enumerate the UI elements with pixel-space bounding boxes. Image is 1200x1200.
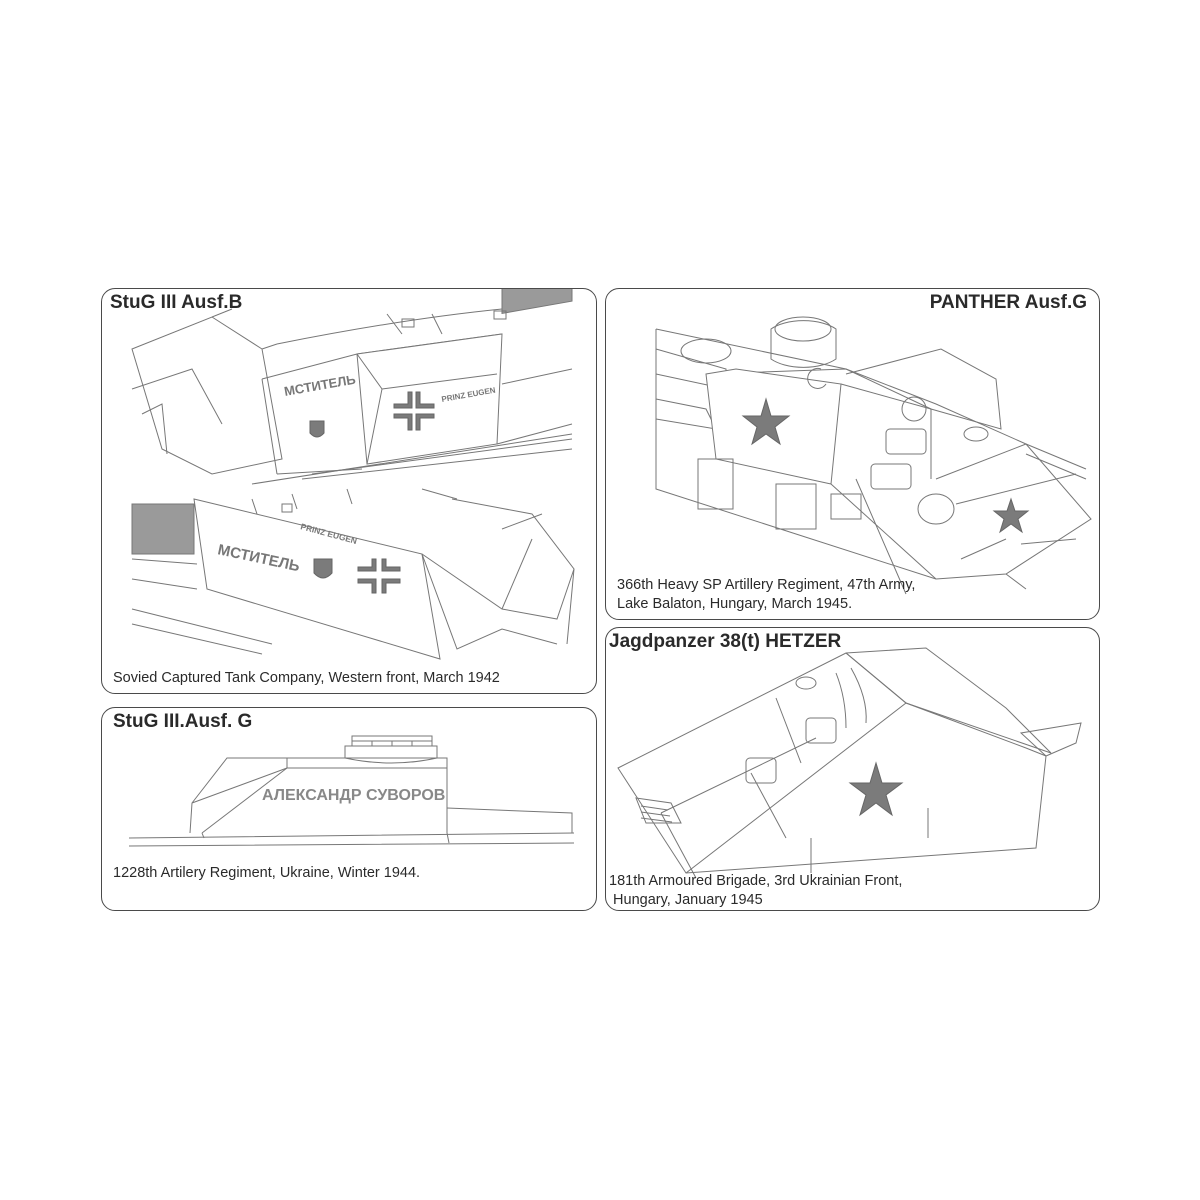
- panel-caption: Sovied Captured Tank Company, Western fr…: [113, 670, 500, 686]
- stug-b-line-drawing: МСТИТЕЛЬ PRINZ EUGEN МСТИТЕЛЬ PRINZ EUGE…: [131, 289, 575, 660]
- panel-caption: 366th Heavy SP Artillery Regiment, 47th …: [617, 576, 915, 614]
- caption-line: 366th Heavy SP Artillery Regiment, 47th …: [617, 577, 916, 593]
- panel-stug-iii-ausf-b: МСТИТЕЛЬ PRINZ EUGEN МСТИТЕЛЬ PRINZ EUGE…: [101, 288, 597, 694]
- panel-title: PANTHER Ausf.G: [929, 292, 1087, 313]
- hetzer-line-drawing: [617, 647, 1082, 879]
- caption-line: Lake Balaton, Hungary, March 1945.: [617, 596, 853, 612]
- panel-caption: 181th Armoured Brigade, 3rd Ukrainian Fr…: [609, 872, 902, 910]
- panel-caption: 1228th Artilery Regiment, Ukraine, Winte…: [113, 865, 421, 881]
- panel-title: Jagdpanzer 38(t) HETZER: [609, 631, 842, 652]
- panel-jagdpanzer-hetzer: Jagdpanzer 38(t) HETZER 181th Armoured B…: [605, 627, 1100, 911]
- panel-title: StuG III Ausf.B: [110, 292, 243, 313]
- caption-line: Hungary, January 1945: [609, 892, 763, 908]
- panel-stug-iii-ausf-g: АЛЕКСАНДР СУВОРОВ StuG III.Ausf. G 1228t…: [101, 707, 597, 911]
- panel-title: StuG III.Ausf. G: [113, 711, 253, 732]
- stug-g-line-drawing: АЛЕКСАНДР СУВОРОВ: [128, 735, 575, 847]
- caption-line: 181th Armoured Brigade, 3rd Ukrainian Fr…: [609, 873, 903, 889]
- svg-text:АЛЕКСАНДР СУВОРОВ: АЛЕКСАНДР СУВОРОВ: [262, 787, 445, 804]
- panel-panther-ausf-g: PANTHER Ausf.G 366th Heavy SP Artillery …: [605, 288, 1100, 620]
- svg-text:МСТИТЕЛЬ: МСТИТЕЛЬ: [283, 372, 357, 399]
- panther-line-drawing: [655, 316, 1092, 595]
